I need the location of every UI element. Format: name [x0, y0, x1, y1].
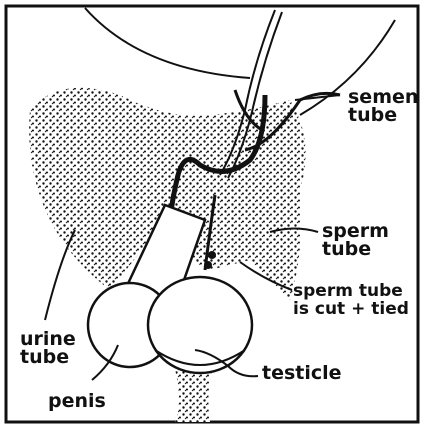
label-sperm-tube: sperm tube: [322, 222, 389, 258]
label-testicle: testicle: [262, 364, 342, 382]
label-sperm-tube-cut: sperm tube is cut + tied: [293, 282, 409, 318]
tie-knot-2: [204, 261, 212, 269]
label-urine-tube: urine tube: [20, 330, 76, 366]
testicle-shape: [148, 277, 252, 373]
belly-curve: [85, 8, 250, 78]
label-semen-tube: semen tube: [348, 88, 418, 124]
leader-semen: [295, 95, 340, 100]
tie-knot-1: [208, 251, 216, 259]
label-penis: penis: [48, 392, 106, 410]
